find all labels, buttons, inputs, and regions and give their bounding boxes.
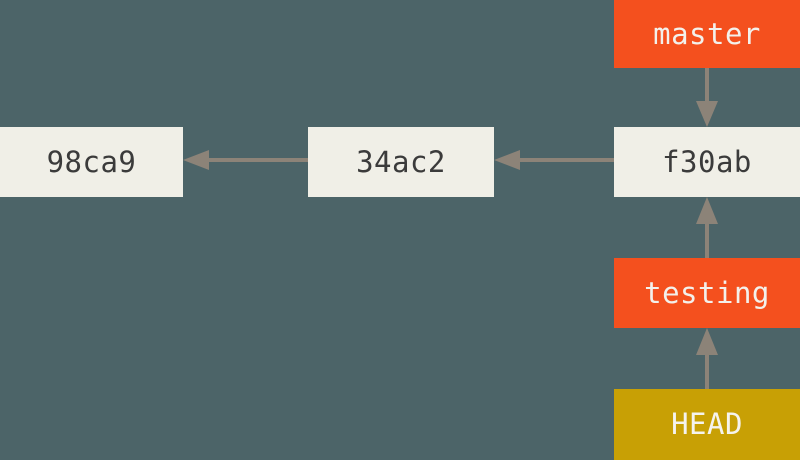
commit-node-f30ab[interactable]: f30ab — [614, 127, 800, 197]
commit-node-98ca9[interactable]: 98ca9 — [0, 127, 183, 197]
commit-node-f30ab-label: f30ab — [662, 144, 752, 179]
commit-node-34ac2-label: 34ac2 — [356, 144, 446, 179]
arrow-left-34ac2-to-98ca9 — [183, 147, 308, 173]
branch-node-master-label: master — [653, 16, 761, 51]
branch-node-master[interactable]: master — [614, 0, 800, 68]
head-pointer-node-label: HEAD — [671, 407, 743, 441]
arrow-down-master-to-f30ab — [694, 68, 720, 127]
arrow-left-f30ab-to-34ac2 — [494, 147, 614, 173]
arrow-up-head-to-testing — [694, 328, 720, 389]
commit-node-34ac2[interactable]: 34ac2 — [308, 127, 494, 197]
head-pointer-node[interactable]: HEAD — [614, 389, 800, 460]
branch-node-testing-label: testing — [644, 275, 770, 310]
arrow-up-testing-to-f30ab — [694, 197, 720, 258]
branch-node-testing[interactable]: testing — [614, 258, 800, 328]
commit-node-98ca9-label: 98ca9 — [46, 144, 137, 179]
